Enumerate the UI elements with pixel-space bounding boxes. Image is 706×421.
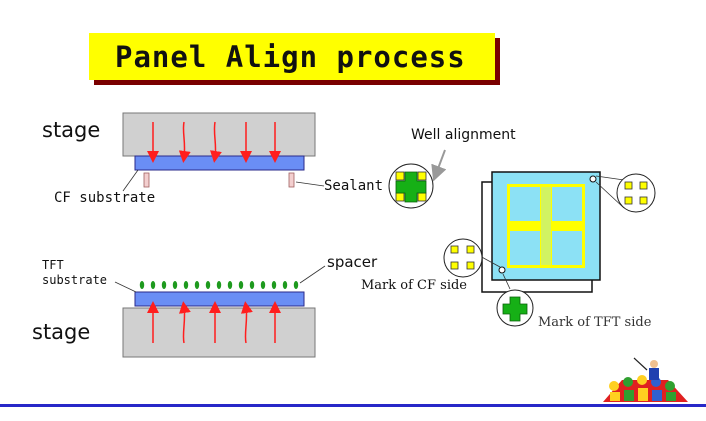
spacer-label: spacer xyxy=(327,253,378,271)
top-stage-label: stage xyxy=(42,118,101,142)
cf-side-mark-label: Mark of CF side xyxy=(361,278,467,293)
tft-side-mark-label: Mark of TFT side xyxy=(538,315,652,330)
footer-divider xyxy=(0,404,706,407)
sealant-label: Sealant xyxy=(324,178,384,194)
top-press-arrows xyxy=(147,121,281,163)
top-stage-block xyxy=(122,112,316,157)
spacer-beads xyxy=(139,281,299,289)
corner-mark-zoom-right xyxy=(616,173,656,213)
bottom-press-arrows xyxy=(147,301,281,344)
presenter-clipart-icon xyxy=(603,357,688,402)
page-title: Panel Align process xyxy=(115,39,466,74)
cf-substrate-plate xyxy=(134,155,305,171)
tft-substrate-label-line1: TFT xyxy=(42,258,64,272)
cf-substrate-label: CF substrate xyxy=(54,190,156,206)
sealant-dot-left xyxy=(143,172,150,188)
cf-side-mark-zoom xyxy=(443,238,483,278)
bottom-stage-block xyxy=(122,307,316,358)
tft-substrate-plate xyxy=(134,291,305,307)
well-alignment-mark xyxy=(388,163,434,209)
well-alignment-label: Well alignment xyxy=(411,127,516,143)
sealant-dot-right xyxy=(288,172,295,188)
tft-substrate-label-line2: substrate xyxy=(42,273,108,287)
bottom-stage-label: stage xyxy=(32,320,91,344)
panel-cells xyxy=(507,184,585,268)
title-banner: Panel Align process xyxy=(89,33,495,80)
tft-side-mark-zoom xyxy=(496,289,534,327)
